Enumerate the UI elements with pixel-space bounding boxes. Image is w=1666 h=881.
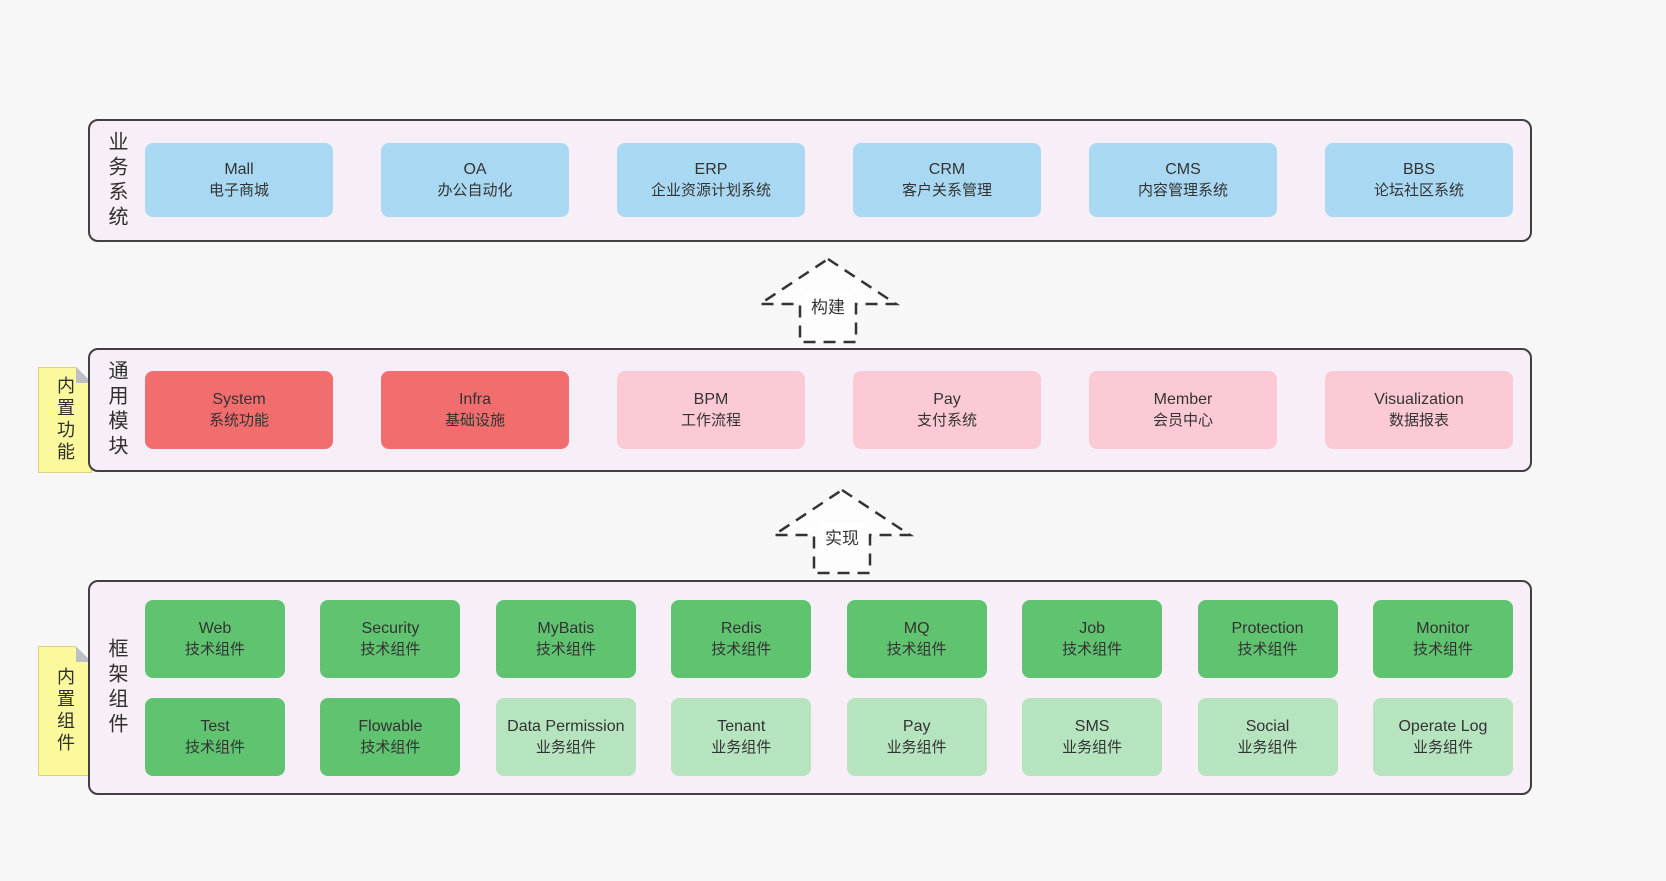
layer-title: 框架组件 [105,637,127,738]
box-desc: 基础设施 [444,411,505,429]
arrow-implement: 实现 [770,487,914,575]
box-test: Test 技术组件 [145,698,285,776]
sticky-note-label: 内置功能 [55,376,75,464]
box-name: Mall [224,161,254,179]
box-erp: ERP 企业资源计划系统 [617,143,805,217]
box-pay: Pay 支付系统 [853,371,1041,449]
sticky-note-built-in-features: 内置功能 [38,367,92,473]
box-protection: Protection 技术组件 [1197,600,1338,678]
arrow-label: 实现 [820,523,864,550]
box-redis: Redis 技术组件 [671,600,812,678]
layer-common-modules: 通用模块 System 系统功能 Infra 基础设施 BPM 工作流程 Pay… [88,348,1532,472]
layer-framework-components: 框架组件 Web 技术组件 Security 技术组件 MyBatis 技术组件… [88,580,1532,795]
box-web: Web 技术组件 [145,600,285,678]
box-desc: 内容管理系统 [1137,181,1228,199]
layer-title: 业务系统 [105,130,127,231]
box-oa: OA 办公自动化 [381,143,569,217]
box-name: Operate Log [1398,718,1488,736]
box-tenant: Tenant 业务组件 [671,698,812,776]
box-mybatis: MyBatis 技术组件 [495,600,636,678]
box-name: MyBatis [537,620,595,638]
box-name: MQ [903,620,930,638]
box-crm: CRM 客户关系管理 [853,143,1041,217]
box-security: Security 技术组件 [320,600,461,678]
box-monitor: Monitor 技术组件 [1372,600,1513,678]
box-desc: 技术组件 [1237,640,1298,658]
box-name: CRM [928,161,966,179]
box-mall: Mall 电子商城 [145,143,333,217]
box-visualization: Visualization 数据报表 [1325,371,1513,449]
box-name: Protection [1231,620,1304,638]
box-name: Test [200,718,230,736]
box-name: CMS [1165,161,1201,179]
box-desc: 支付系统 [916,411,977,429]
box-social: Social 业务组件 [1197,698,1338,776]
box-name: Visualization [1374,391,1464,409]
box-sms: SMS 业务组件 [1022,698,1163,776]
box-name: OA [463,161,487,179]
box-name: Pay [933,391,961,409]
box-bbs: BBS 论坛社区系统 [1325,143,1513,217]
box-desc: 会员中心 [1152,411,1213,429]
box-desc: 工作流程 [680,411,741,429]
box-name: BBS [1402,161,1435,179]
box-desc: 数据报表 [1388,411,1449,429]
box-name: BPM [693,391,729,409]
box-name: ERP [694,161,728,179]
box-desc: 技术组件 [1062,640,1123,658]
box-desc: 办公自动化 [437,181,513,199]
sticky-note-label: 内置组件 [55,667,75,755]
box-name: Security [361,620,420,638]
box-desc: 技术组件 [184,738,245,756]
box-name: System [212,391,266,409]
box-system: System 系统功能 [145,371,333,449]
box-desc: 技术组件 [886,640,947,658]
box-pay-component: Pay 业务组件 [846,698,987,776]
box-desc: 技术组件 [184,640,245,658]
arrow-build: 构建 [756,256,900,344]
box-desc: 技术组件 [535,640,596,658]
box-bpm: BPM 工作流程 [617,371,805,449]
box-name: Pay [902,718,931,736]
sticky-note-built-in-components: 内置组件 [38,646,92,776]
box-desc: 系统功能 [208,411,269,429]
box-name: Web [198,620,232,638]
box-cms: CMS 内容管理系统 [1089,143,1277,217]
layer-business-systems: 业务系统 Mall 电子商城 OA 办公自动化 ERP 企业资源计划系统 CRM… [88,119,1532,242]
box-desc: 技术组件 [360,640,421,658]
box-name: Job [1079,620,1105,638]
box-desc: 电子商城 [208,181,269,199]
box-desc: 业务组件 [711,738,772,756]
box-desc: 技术组件 [360,738,421,756]
box-name: Social [1245,718,1290,736]
box-flowable: Flowable 技术组件 [320,698,461,776]
box-name: Infra [458,391,491,409]
box-desc: 业务组件 [1412,738,1473,756]
box-desc: 技术组件 [1412,640,1473,658]
box-member: Member 会员中心 [1089,371,1277,449]
box-infra: Infra 基础设施 [381,371,569,449]
box-desc: 客户关系管理 [901,181,992,199]
box-desc: 技术组件 [711,640,772,658]
box-desc: 业务组件 [886,738,947,756]
box-name: Tenant [717,718,766,736]
box-name: Member [1153,391,1213,409]
box-desc: 业务组件 [535,738,596,756]
box-name: Flowable [358,718,423,736]
box-name: Monitor [1416,620,1470,638]
box-data-permission: Data Permission 业务组件 [495,698,636,776]
arrow-label: 构建 [806,292,850,319]
box-mq: MQ 技术组件 [846,600,987,678]
box-desc: 业务组件 [1237,738,1298,756]
box-job: Job 技术组件 [1022,600,1163,678]
box-name: SMS [1074,718,1110,736]
box-desc: 企业资源计划系统 [650,181,771,199]
box-operate-log: Operate Log 业务组件 [1372,698,1513,776]
box-desc: 业务组件 [1062,738,1123,756]
box-name: Data Permission [507,718,625,736]
box-desc: 论坛社区系统 [1373,181,1464,199]
box-name: Redis [720,620,762,638]
layer-title: 通用模块 [105,360,127,460]
